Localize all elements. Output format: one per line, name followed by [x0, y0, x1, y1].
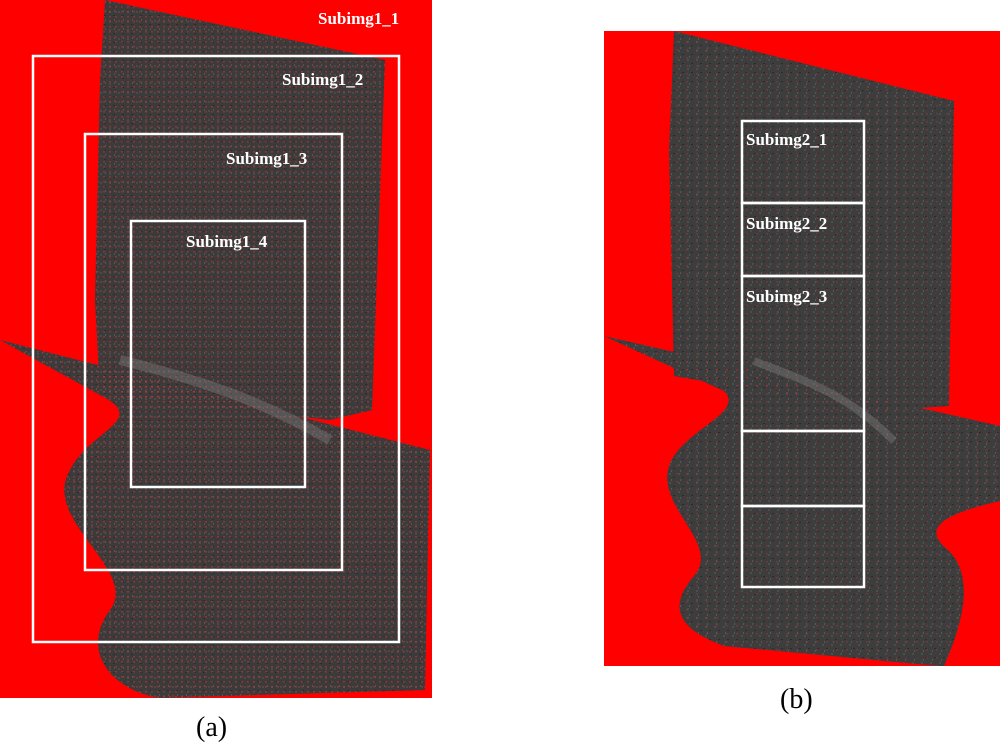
panel-a-canvas — [0, 0, 430, 698]
subimg1-4-box — [129, 219, 307, 489]
subimg1-3-label: Subimg1_3 — [226, 149, 308, 168]
subimg1-3-box — [83, 132, 344, 572]
subimg1-1-label: Subimg1_1 — [318, 9, 400, 28]
panel-b-image: Subimg2_1 Subimg2_2 Subimg2_3 — [604, 31, 1000, 666]
subimg2-3-label: Subimg2_3 — [746, 287, 828, 306]
subimg2-5-box — [740, 504, 866, 589]
subimg1-4-label: Subimg1_4 — [186, 232, 268, 251]
caption-b: (b) — [780, 684, 813, 715]
subimg2-1-label: Subimg2_1 — [746, 130, 828, 149]
panel-a-image: Subimg1_1 Subimg1_2 Subimg1_3 Subimg1_4 — [0, 0, 432, 698]
caption-a: (a) — [196, 712, 228, 743]
subimg1-2-label: Subimg1_2 — [282, 70, 364, 89]
subimg1-2-box — [31, 54, 401, 644]
subimg2-2-label: Subimg2_2 — [746, 214, 828, 233]
panel-b-canvas — [604, 31, 1000, 666]
